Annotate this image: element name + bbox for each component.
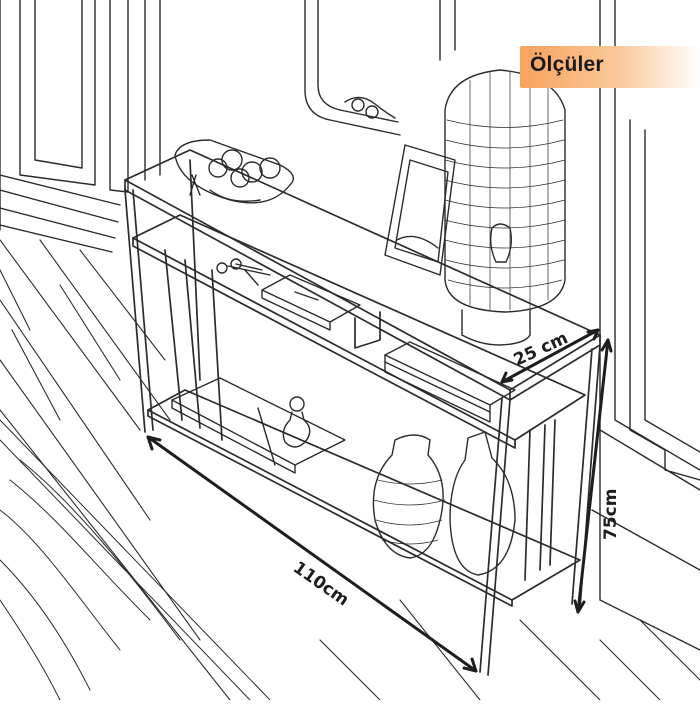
book-stack-middle bbox=[261, 274, 361, 331]
measurements-title: Ölçüler bbox=[530, 53, 604, 76]
perfume-bottle bbox=[282, 396, 311, 448]
wall-panel-moulding bbox=[0, 0, 161, 253]
floor-boards bbox=[0, 239, 700, 701]
picture-frame bbox=[384, 144, 456, 276]
keys bbox=[216, 258, 271, 286]
fruit-bowl bbox=[174, 139, 294, 204]
table-lamp bbox=[444, 69, 566, 346]
height-label: 75cm bbox=[601, 489, 621, 540]
wall-panel-right bbox=[591, 0, 700, 651]
height-arrow bbox=[576, 338, 610, 614]
round-vase bbox=[372, 434, 446, 559]
book-stack-lower bbox=[384, 341, 516, 423]
mirror bbox=[304, 0, 456, 136]
width-arrow bbox=[146, 435, 478, 673]
measurements-badge bbox=[520, 46, 700, 88]
depth-arrow bbox=[500, 328, 600, 384]
dimension-lines bbox=[146, 328, 613, 673]
tray bbox=[171, 377, 346, 474]
console-table bbox=[124, 149, 601, 676]
depth-label: 25 cm bbox=[511, 328, 571, 370]
width-label: 110cm bbox=[289, 558, 352, 611]
rug bbox=[0, 419, 271, 701]
tall-vase bbox=[449, 431, 516, 576]
